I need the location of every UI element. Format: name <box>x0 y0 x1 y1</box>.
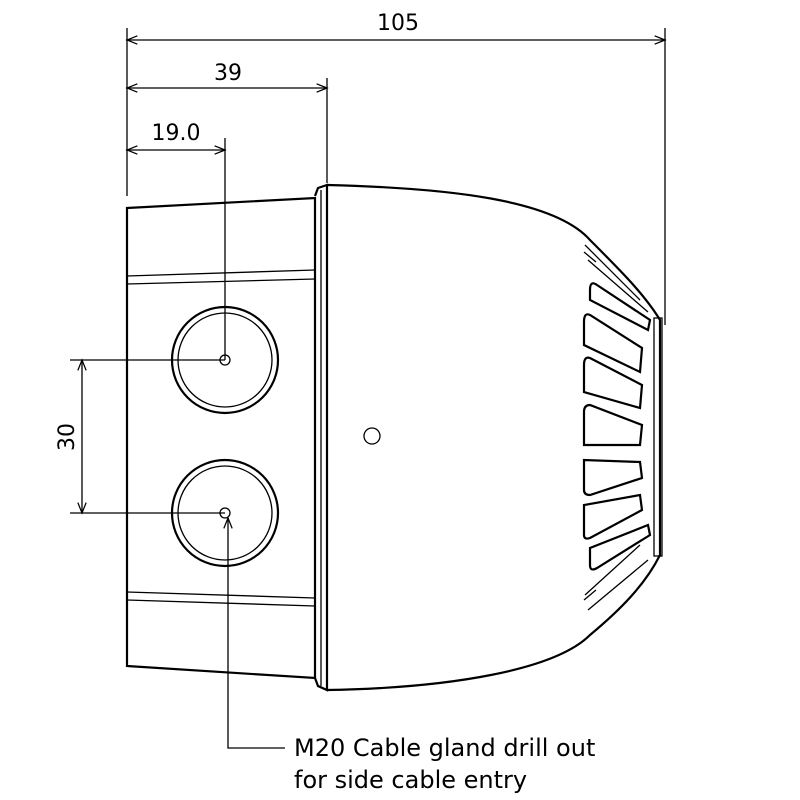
cable-gland-top <box>170 305 280 415</box>
sounder-grille <box>582 244 652 611</box>
annotation-line-2: for side cable entry <box>294 766 527 794</box>
dimension-19: 19.0 <box>127 121 225 360</box>
dimension-label-39: 39 <box>214 61 242 86</box>
dimension-label-30: 30 <box>55 423 80 451</box>
base-housing <box>125 196 317 680</box>
dimension-105: 105 <box>127 11 665 325</box>
dimension-30: 30 <box>55 360 225 513</box>
dimension-label-105: 105 <box>377 11 419 36</box>
flange <box>313 183 329 692</box>
dimension-39: 39 <box>127 61 327 183</box>
annotation-leader: M20 Cable gland drill out for side cable… <box>228 518 595 794</box>
annotation-line-1: M20 Cable gland drill out <box>294 734 595 762</box>
dimension-label-19: 19.0 <box>152 121 201 146</box>
screw-hole-icon <box>363 427 381 445</box>
sounder-dome <box>326 183 663 692</box>
